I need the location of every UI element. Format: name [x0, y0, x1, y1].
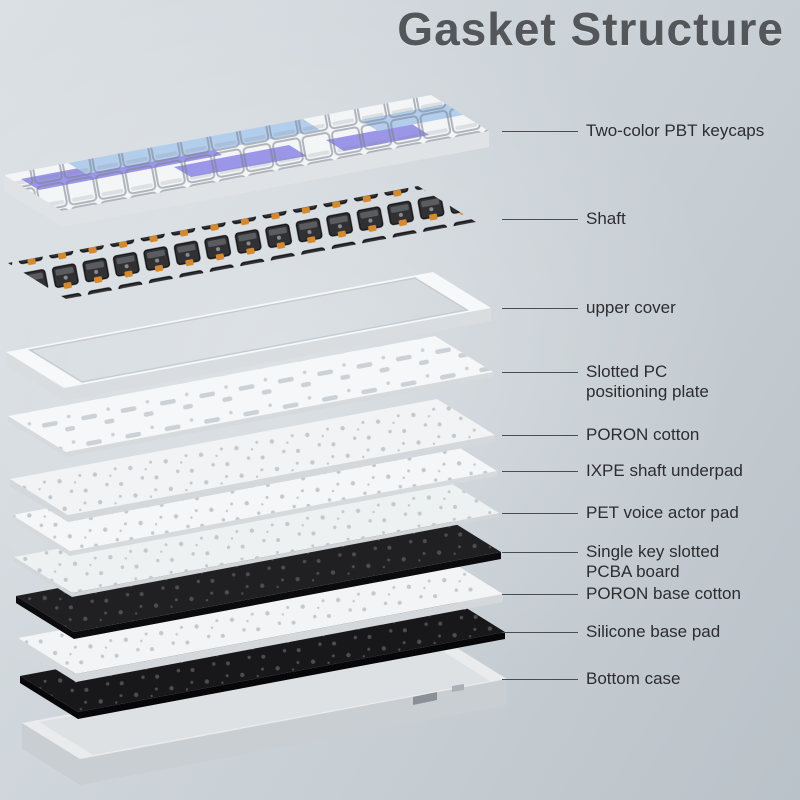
bottom-case-inner — [39, 647, 490, 755]
layer-poron-cotton — [10, 399, 495, 522]
label-pcba-board: Single key slotted PCBA board — [502, 542, 796, 582]
cover-edge — [6, 308, 491, 401]
leader-line — [502, 435, 578, 436]
case-switch-detail — [452, 684, 464, 692]
label-text: Silicone base pad — [586, 622, 721, 641]
pcba-edge — [16, 552, 501, 639]
label-poron-base-cotton: PORON base cotton — [502, 584, 796, 604]
cover-rim — [27, 277, 470, 383]
ixpe-edge — [12, 471, 497, 556]
label-upper-cover: upper cover — [502, 298, 796, 318]
label-two-color-pbt-keycaps: Two-color PBT keycaps — [502, 121, 796, 141]
label-poron-cotton: PORON cotton — [502, 425, 796, 445]
plate-slots — [8, 336, 493, 452]
label-text: Two-color PBT keycaps — [586, 121, 765, 140]
label-text: upper cover — [586, 298, 676, 317]
poron-base-edge — [18, 594, 503, 682]
label-text: PORON cotton — [586, 425, 700, 444]
layer-poron-base-cotton — [18, 558, 503, 682]
leader-line — [502, 513, 578, 514]
layer-silicone-base-pad — [20, 596, 505, 719]
label-text: Shaft — [586, 209, 626, 228]
layer-upper-cover — [6, 272, 491, 401]
leader-line — [502, 471, 578, 472]
usb-port — [413, 692, 437, 705]
label-text: Single key slotted PCBA board — [586, 542, 720, 581]
poron-base-holes — [18, 558, 503, 674]
layer-pcba-board — [16, 516, 501, 639]
label-text: PET voice actor pad — [586, 503, 739, 522]
pet-edge — [14, 513, 499, 597]
label-bottom-case: Bottom case — [502, 669, 796, 689]
silicone-holes — [20, 596, 505, 712]
plate-edge — [8, 372, 493, 457]
layer-bottom-case — [22, 643, 507, 785]
leader-line — [502, 552, 578, 553]
layer-switches — [8, 186, 476, 299]
pet-holes — [14, 477, 499, 593]
leader-line — [502, 372, 578, 373]
label-positioning-plate: Slotted PC positioning plate — [502, 362, 796, 402]
leader-line — [502, 308, 578, 309]
poron-edge — [10, 435, 495, 522]
label-silicone-base-pad: Silicone base pad — [502, 622, 796, 642]
page-title: Gasket Structure — [397, 3, 784, 55]
bottom-case-wall — [22, 679, 507, 785]
leader-line — [502, 679, 578, 680]
leader-line — [502, 632, 578, 633]
pcba-holes — [16, 516, 501, 632]
layer-keycaps — [4, 95, 489, 227]
keycap-sides — [4, 131, 489, 227]
label-text: IXPE shaft underpad — [586, 461, 743, 480]
label-ixpe-underpad: IXPE shaft underpad — [502, 461, 796, 481]
label-text: Bottom case — [586, 669, 681, 688]
layer-positioning-plate — [8, 336, 493, 457]
label-shaft: Shaft — [502, 209, 796, 229]
leader-line — [502, 131, 578, 132]
cover-top — [6, 272, 491, 388]
leader-line — [502, 219, 578, 220]
layer-pet-pad — [14, 477, 499, 597]
silicone-edge — [20, 632, 505, 719]
poron-holes — [10, 399, 495, 515]
leader-line — [502, 594, 578, 595]
label-pet-pad: PET voice actor pad — [502, 503, 796, 523]
keycap-grid — [4, 95, 489, 211]
label-text: PORON base cotton — [586, 584, 741, 603]
switch-cluster — [8, 186, 476, 299]
label-text: Slotted PC positioning plate — [586, 362, 709, 401]
